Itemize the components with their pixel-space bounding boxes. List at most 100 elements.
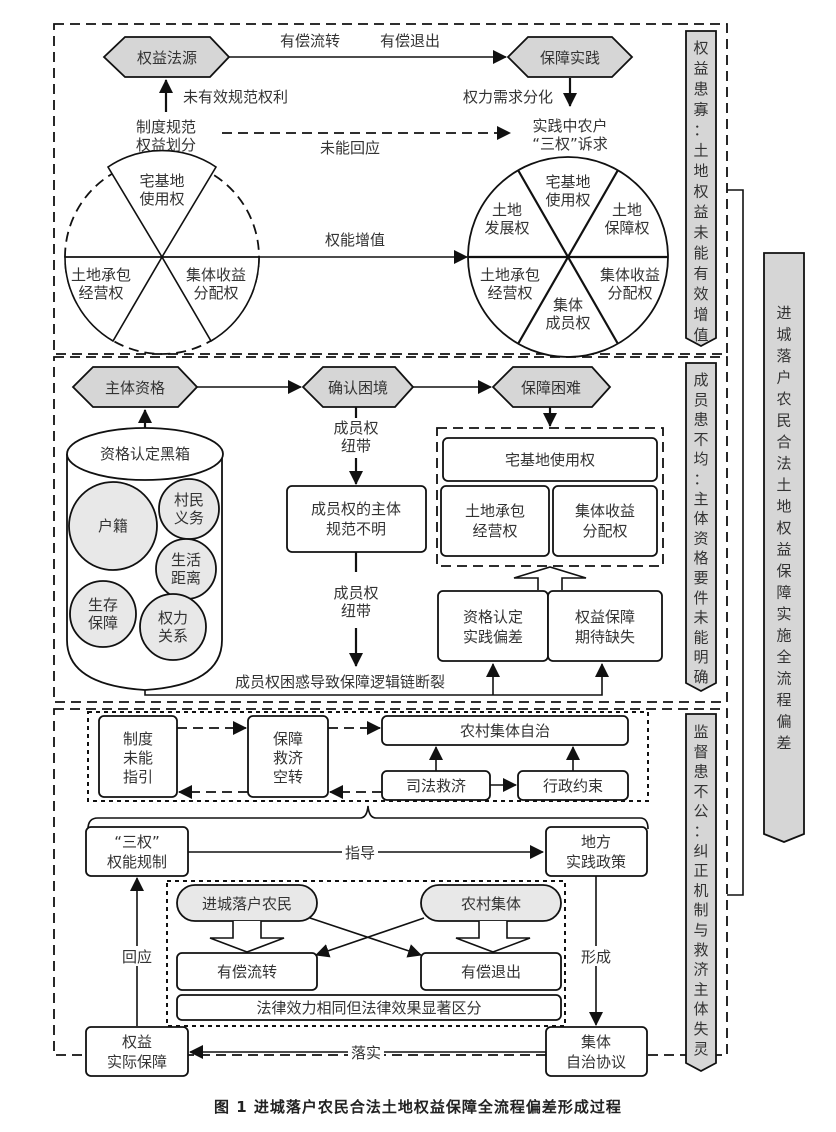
box-paid-exit-label: 有偿退出 <box>461 963 521 981</box>
circle-household-registration <box>68 481 158 571</box>
hex-rights-source-label: 权益法源 <box>137 49 197 67</box>
banner-char: 员 <box>693 391 708 409</box>
right-slice-label: 分配权 <box>607 284 652 302</box>
banner-char: 主 <box>693 490 708 508</box>
note-practice-2: “三权”诉求 <box>532 135 608 153</box>
section3-frame <box>53 708 728 1056</box>
banner-char: 能 <box>693 628 708 646</box>
box-label: 救济 <box>273 749 303 767</box>
left-slice-label: 集体收益 <box>186 266 246 284</box>
banner-char: 确 <box>693 668 708 686</box>
banner-char: 值 <box>693 326 708 344</box>
label-form: 形成 <box>581 948 611 966</box>
banner-char: 体 <box>693 510 708 528</box>
label-no-response: 未能回应 <box>320 139 380 157</box>
box-homestead-use <box>442 437 658 482</box>
box-unclear-subject-label: 成员权的主体 <box>311 500 401 518</box>
banner-char: 明 <box>693 648 708 666</box>
banner-char: 机 <box>693 881 708 899</box>
main-banner <box>763 252 805 843</box>
banner-char: 失 <box>693 1020 708 1038</box>
banner-char: 法 <box>776 455 791 473</box>
label-bg <box>342 842 378 862</box>
banner-char: 地 <box>776 498 791 516</box>
box-unclear-subject <box>286 485 427 553</box>
arrow-cross-2 <box>315 917 425 958</box>
box-unclear-subject-label: 规范不明 <box>326 520 386 538</box>
banner-char: 进 <box>776 304 791 322</box>
banner-char: 有 <box>693 265 708 283</box>
banner-char: 实 <box>776 605 791 623</box>
box-paid-exit <box>420 952 562 991</box>
circle-label: 保障 <box>88 614 118 632</box>
slice-divider <box>517 169 619 345</box>
note-institutional-1: 制度规范 <box>136 118 196 136</box>
label-unregulated-rights: 未有效规范权利 <box>183 88 288 106</box>
box-label: 权益保障 <box>575 608 635 626</box>
banner-char: 灵 <box>693 1040 708 1058</box>
right-slice-label: 保障权 <box>604 219 649 237</box>
right-slice-label: 土地 <box>612 201 642 219</box>
arrow-cross-1 <box>309 917 422 958</box>
section-rights-scarcity: 权益法源 保障实践 有偿流转 有偿退出 未有效规范权利 制度规范 权益划分 权力… <box>53 23 728 358</box>
pill-migrant-farmers-label: 进城落户农民 <box>202 895 292 913</box>
box-label: 分配权 <box>582 522 627 540</box>
box-remedy-idle <box>247 715 329 798</box>
label-demand-divergence: 权力需求分化 <box>463 88 553 106</box>
left-slice-label: 使用权 <box>139 190 184 208</box>
note-institutional-2: 权益划分 <box>136 136 196 154</box>
section2-banner <box>685 362 717 693</box>
banner-char: 农 <box>776 390 791 408</box>
box-label: 集体收益 <box>575 502 635 520</box>
hex-protection-practice-label: 保障实践 <box>540 49 600 67</box>
remedy-group-frame <box>87 711 649 802</box>
banner-char: 不 <box>693 782 708 800</box>
label-respond: 回应 <box>122 948 152 966</box>
left-slice-label: 土地承包 <box>71 266 131 284</box>
banner-char: 正 <box>693 862 708 880</box>
banner-char: 制 <box>693 901 708 919</box>
banner-char: 权 <box>693 183 708 201</box>
right-slice-label: 土地承包 <box>480 266 540 284</box>
circle-survival-security <box>69 580 137 648</box>
banner-char: ： <box>693 470 708 488</box>
right-slice-label: 使用权 <box>545 191 590 209</box>
section-member-inequality: 主体资格 确认困境 保障困难 资格认定黑箱 户籍 村民 义务 生活 距离 生存 … <box>53 356 728 703</box>
box-label: 集体 <box>581 1033 611 1051</box>
banner-char: 程 <box>776 691 791 709</box>
box-legal-effect-label: 法律效力相同但法律效果显著区分 <box>256 999 481 1017</box>
label-bg <box>578 946 614 966</box>
banner-char: 督 <box>693 743 708 761</box>
slice-homestead-left <box>106 149 218 259</box>
banner-char: 效 <box>693 285 708 303</box>
box-qualification-deviation <box>437 590 549 662</box>
banner-char: 格 <box>693 549 708 567</box>
banner-char: 民 <box>776 412 791 430</box>
box-label: 实践偏差 <box>463 628 523 646</box>
banner-char: 权 <box>693 39 708 57</box>
label-guide: 指导 <box>345 844 375 862</box>
left-slice-label: 分配权 <box>193 284 238 302</box>
box-village-autonomy <box>381 715 629 746</box>
pill-rural-collective-label: 农村集体 <box>461 895 521 913</box>
box-judicial-remedy-label: 司法救济 <box>406 777 466 795</box>
banner-char: 土 <box>776 476 791 494</box>
section3-banner <box>685 713 717 1073</box>
circle-label: 生存 <box>88 596 118 614</box>
banner-char: 救 <box>693 941 708 959</box>
rights-group-frame <box>436 427 664 567</box>
box-label: 制度 <box>123 730 153 748</box>
box-label: 保障 <box>273 730 303 748</box>
label-bg <box>119 946 155 966</box>
section-supervision-unfairness: 制度 未能 指引 保障 救济 空转 农村集体自治 司法救济 行政约束 “三权” … <box>53 708 728 1077</box>
banner-char: 均 <box>693 450 708 468</box>
label-implement: 落实 <box>351 1044 381 1062</box>
box-label: 指引 <box>123 768 153 786</box>
box-label: 实际保障 <box>107 1053 167 1071</box>
box-label: 资格认定 <box>463 608 523 626</box>
label-value-added: 权能增值 <box>325 231 385 249</box>
left-slice-label: 宅基地 <box>139 172 184 190</box>
box-label: 权能规制 <box>107 853 167 871</box>
